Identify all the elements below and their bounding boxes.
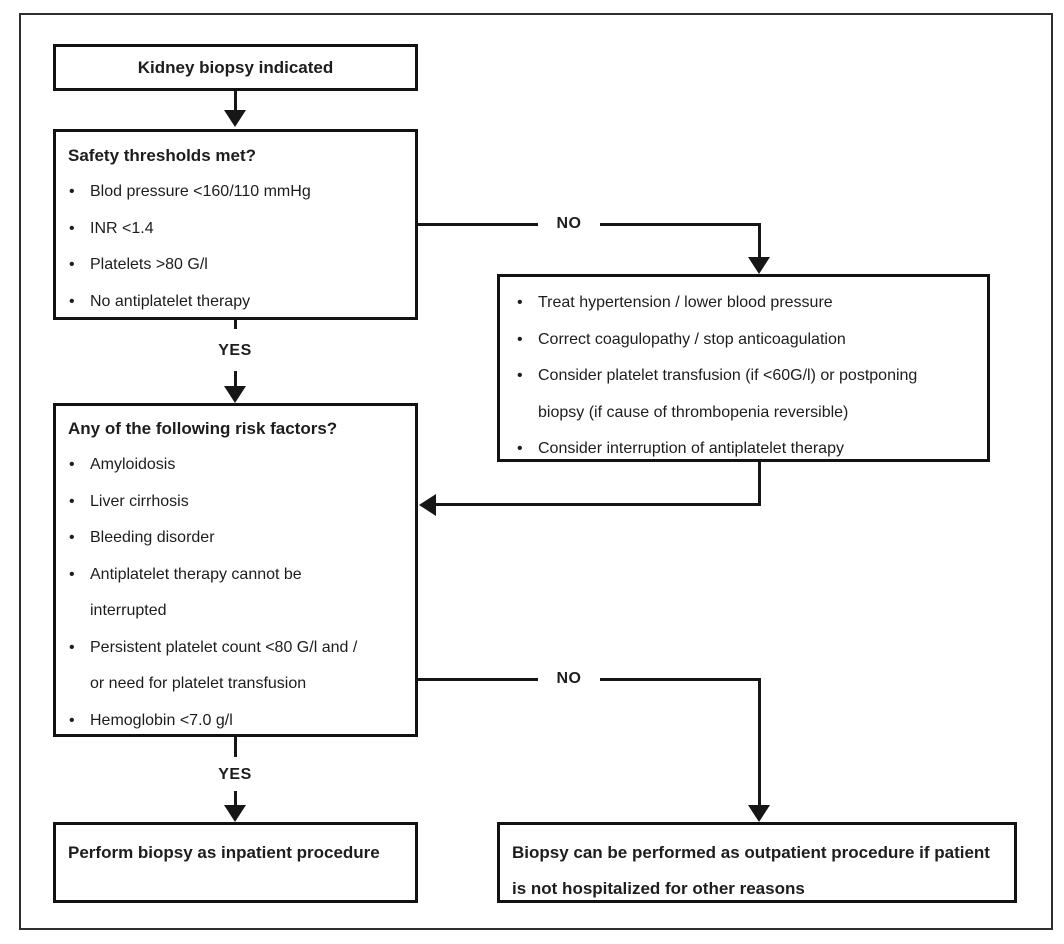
list-item: Correct coagulopathy / stop anticoagulat… [516,322,979,359]
connector-corrective-drop [758,462,761,506]
risk-factors-box: Any of the following risk factors? Amylo… [53,403,418,739]
list-item: Treat hypertension / lower blood pressur… [516,285,979,322]
list-item-line: Consider platelet transfusion (if <60G/l… [538,367,918,384]
connector-risk-no-segment-b [600,678,761,681]
arrowhead-down [224,386,246,403]
risk-bullet-list: Amyloidosis Liver cirrhosis Bleeding dis… [68,447,407,739]
outpatient-box-line: Biopsy can be performed as outpatient pr… [512,843,990,862]
list-item: No antiplatelet therapy [68,284,407,321]
outpatient-procedure-box: Biopsy can be performed as outpatient pr… [497,822,1017,903]
arrowhead-left [419,494,436,516]
arrowhead-down [748,257,770,274]
safety-box-title: Safety thresholds met? [68,146,256,165]
list-item: Amyloidosis [68,447,407,484]
list-item-line: biopsy (if cause of thrombopenia reversi… [538,403,849,421]
connector-safety-no-drop [758,223,761,259]
connector-risk-yes-stub [234,737,237,757]
safety-bullet-list: Blod pressure <160/110 mmHg INR <1.4 Pla… [68,174,407,320]
start-box-label: Kidney biopsy indicated [137,57,334,77]
list-item: Consider interruption of antiplatelet th… [516,431,979,468]
inpatient-box-label: Perform biopsy as inpatient procedure [68,843,380,862]
connector-corrective-to-risk [436,503,761,506]
connector-safety-yes-stub [234,320,237,329]
list-item: Bleeding disorder [68,520,407,557]
safety-no-label: NO [556,215,582,232]
connector-safety-no-segment-a [418,223,538,226]
list-item: Antiplatelet therapy cannot be interrupt… [68,557,407,630]
arrowhead-down [748,805,770,822]
connector-risk-yes-line [234,791,237,805]
list-item: Blod pressure <160/110 mmHg [68,174,407,211]
list-item-line: or need for platelet transfusion [90,675,307,692]
list-item-line: interrupted [90,602,167,619]
corrective-measures-box: Treat hypertension / lower blood pressur… [497,274,990,467]
list-item: Consider platelet transfusion (if <60G/l… [516,358,979,431]
list-item: Liver cirrhosis [68,484,407,521]
inpatient-procedure-box: Perform biopsy as inpatient procedure [53,822,418,903]
connector-safety-no-segment-b [600,223,761,226]
list-item: INR <1.4 [68,211,407,248]
arrowhead-down [224,805,246,822]
risk-no-label: NO [556,670,582,687]
safety-thresholds-box: Safety thresholds met? Blod pressure <16… [53,129,418,320]
risk-yes-label: YES [218,766,252,783]
corrective-bullet-list: Treat hypertension / lower blood pressur… [516,285,979,468]
connector-risk-no-segment-a [418,678,538,681]
arrowhead-down [224,110,246,127]
list-item: Platelets >80 G/l [68,247,407,284]
connector-risk-no-drop [758,678,761,806]
list-item: Hemoglobin <7.0 g/l [68,703,407,740]
risk-box-title: Any of the following risk factors? [68,419,338,438]
start-box: Kidney biopsy indicated [53,44,418,91]
list-item: Persistent platelet count <80 G/l and / … [68,630,407,703]
list-item-line: Antiplatelet therapy cannot be [90,565,302,583]
safety-yes-label: YES [218,342,252,359]
connector-safety-yes-line [234,371,237,387]
connector-start-to-safety [234,91,237,111]
outpatient-box-line: is not hospitalized for other reasons [512,879,805,898]
list-item-line: Persistent platelet count <80 G/l and / [90,638,358,656]
